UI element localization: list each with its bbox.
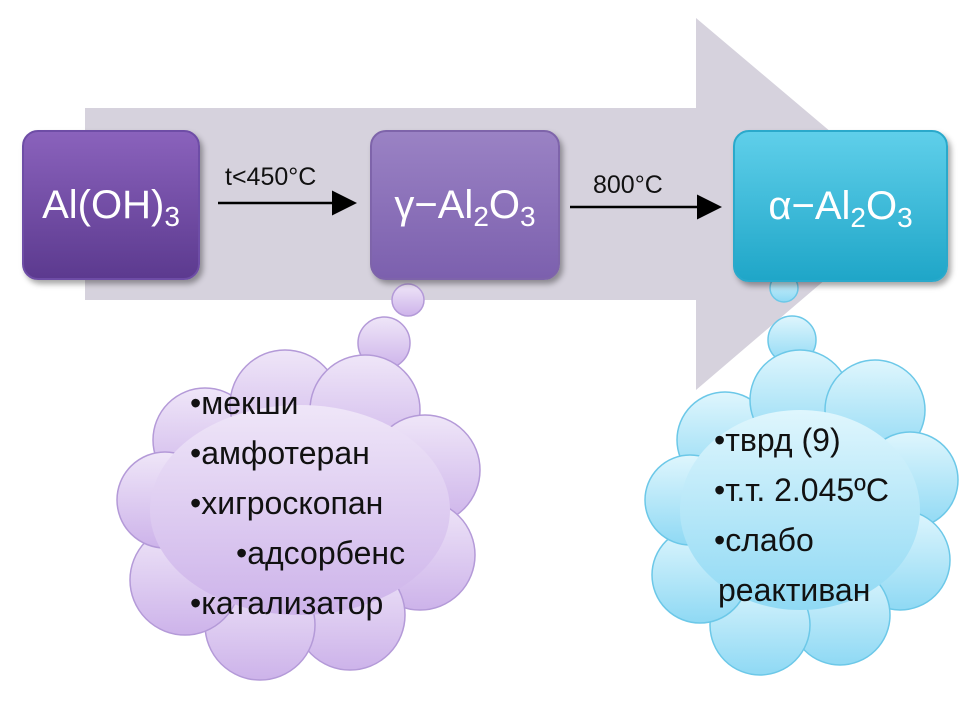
list-item: т.т. 2.045ºC xyxy=(714,465,889,515)
list-item: слабо xyxy=(714,515,889,565)
formula-al-oh-3: Al(OH)3 xyxy=(42,182,180,232)
stage-alpha-alumina: α−Al2O3 xyxy=(733,130,948,282)
condition-temperature-1: t<450°C xyxy=(225,163,317,191)
formula-alpha-al2o3: α−Al2O3 xyxy=(768,183,913,233)
formula-gamma-al2o3: γ−Al2O3 xyxy=(394,182,536,232)
list-item: реактиван xyxy=(718,572,871,608)
list-item: мекши xyxy=(190,378,405,428)
condition-temperature-2: 800°C xyxy=(593,171,663,199)
stage-gamma-alumina: γ−Al2O3 xyxy=(370,130,560,280)
list-item: катализатор xyxy=(190,578,405,628)
list-item: адсорбенс xyxy=(190,528,405,578)
list-item: тврд (9) xyxy=(714,415,889,465)
stage-aluminium-hydroxide: Al(OH)3 xyxy=(22,130,200,280)
gamma-properties-list: мекши амфотеран хигроскопан адсорбенс ка… xyxy=(190,378,405,628)
list-item: амфотеран xyxy=(190,428,405,478)
list-item: хигроскопан xyxy=(190,478,405,528)
alpha-properties-list: тврд (9) т.т. 2.045ºC слабо реактиван xyxy=(714,415,889,615)
